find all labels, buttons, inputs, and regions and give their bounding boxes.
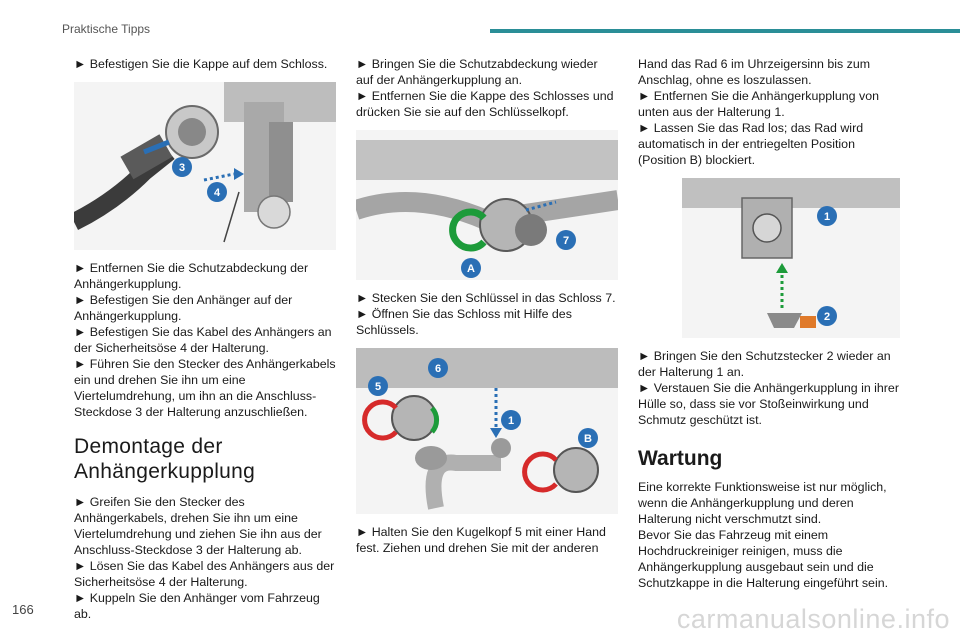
instructions-removal: ► Greifen Sie den Stecker des Anhängerka… — [74, 494, 336, 622]
label-3: 3 — [179, 162, 185, 174]
maintenance-text: Bevor Sie das Fahrzeug mit einem Hochdru… — [638, 528, 889, 590]
instruction-attach-cap: ► Befestigen Sie die Kappe auf dem Schlo… — [74, 57, 328, 71]
label-4: 4 — [214, 187, 221, 199]
instruction-line: ► Öffnen Sie das Schloss mit Hilfe des S… — [356, 307, 572, 337]
instruction-line: ► Lösen Sie das Kabel des Anhängers aus … — [74, 559, 335, 589]
instruction-line: ► Bringen Sie die Schutzabdeckung wieder… — [356, 57, 598, 87]
label-1: 1 — [824, 211, 830, 223]
illustration-holder-plug: 1 2 — [682, 178, 900, 338]
page-number: 166 — [12, 602, 34, 617]
instruction-line: ► Halten Sie den Kugelkopf 5 mit einer H… — [356, 525, 606, 555]
maintenance-text: Eine korrekte Funktionsweise ist nur mög… — [638, 480, 887, 526]
column-3: Hand das Rad 6 im Uhrzeigersinn bis zum … — [638, 56, 900, 591]
instruction-line: ► Verstauen Sie die Anhängerkupplung in … — [638, 381, 899, 427]
watermark: carmanualsonline.info — [676, 604, 950, 634]
instruction-line: ► Entfernen Sie die Anhängerkupplung von… — [638, 89, 879, 119]
heading-wartung: Wartung — [638, 447, 723, 470]
instructions-attach-trailer: ► Entfernen Sie die Schutzabdeckung der … — [74, 260, 336, 420]
instruction-line: ► Bringen Sie den Schutzstecker 2 wieder… — [638, 349, 891, 379]
instruction-line: ► Befestigen Sie den Anhänger auf der An… — [74, 293, 293, 323]
illustration-socket-cable: 3 4 — [74, 82, 336, 250]
instruction-line: Hand das Rad 6 im Uhrzeigersinn bis zum … — [638, 57, 871, 87]
label-A: A — [467, 263, 475, 275]
instruction-line: ► Befestigen Sie das Kabel des Anhängers… — [74, 325, 332, 355]
instruction-line: ► Lassen Sie das Rad los; das Rad wird a… — [638, 121, 864, 167]
label-1: 1 — [508, 415, 514, 427]
instruction-line: ► Stecken Sie den Schlüssel in das Schlo… — [356, 291, 616, 305]
column-2: ► Bringen Sie die Schutzabdeckung wieder… — [356, 56, 618, 556]
illustration-lock-key: 7 A — [356, 130, 618, 280]
instruction-line: ► Entfernen Sie die Kappe des Schlosses … — [356, 89, 614, 119]
column-1: ► Befestigen Sie die Kappe auf dem Schlo… — [74, 56, 336, 622]
instruction-line: ► Führen Sie den Stecker des Anhängerkab… — [74, 357, 336, 419]
label-7: 7 — [563, 235, 569, 247]
illustration-removal-ball: 5 6 1 B — [356, 348, 618, 514]
instruction-line: ► Entfernen Sie die Schutzabdeckung der … — [74, 261, 309, 291]
instruction-line: ► Greifen Sie den Stecker des Anhängerka… — [74, 495, 322, 557]
header-accent-bar — [490, 29, 960, 33]
heading-demontage: Demontage der Anhängerkupplung — [74, 435, 256, 483]
label-6: 6 — [435, 363, 441, 375]
section-title: Praktische Tipps — [62, 22, 151, 36]
instruction-line: ► Kuppeln Sie den Anhänger vom Fahrzeug … — [74, 591, 320, 621]
label-B: B — [584, 433, 592, 445]
label-5: 5 — [375, 381, 381, 393]
label-2: 2 — [824, 311, 830, 323]
